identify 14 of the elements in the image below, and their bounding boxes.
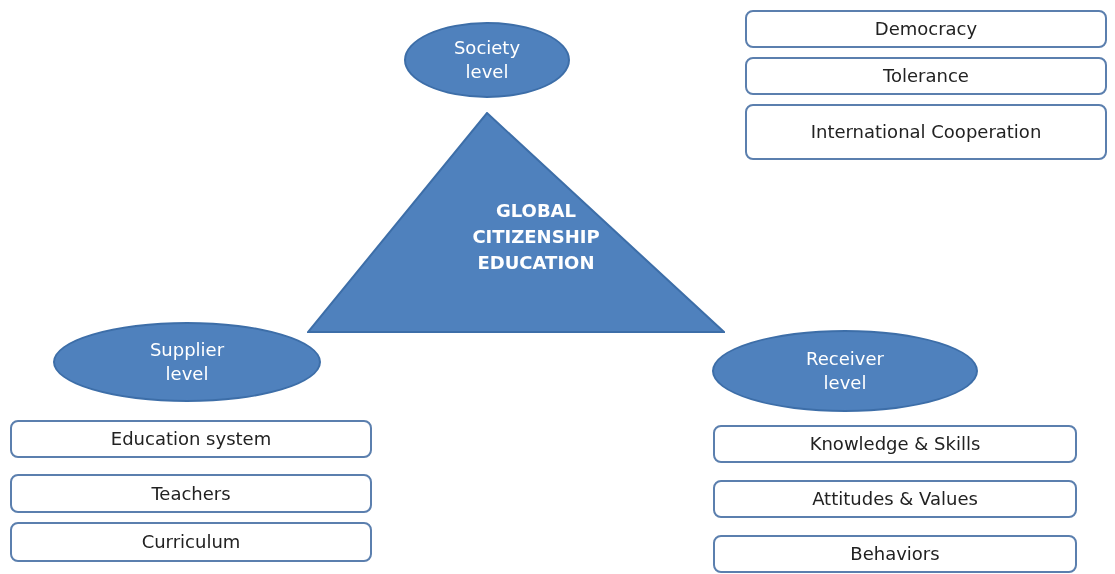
item-box: International Cooperation	[745, 104, 1107, 160]
item-box: Tolerance	[745, 57, 1107, 95]
item-box: Behaviors	[713, 535, 1077, 573]
title-text: GLOBAL CITIZENSHIP EDUCATION	[471, 199, 601, 276]
item-box: Curriculum	[10, 522, 372, 562]
central-triangle	[307, 112, 725, 333]
item-box: Democracy	[745, 10, 1107, 48]
item-box: Knowledge & Skills	[713, 425, 1077, 463]
level-ellipse: Supplier level	[53, 322, 321, 402]
item-box: Teachers	[10, 474, 372, 513]
item-box: Attitudes & Values	[713, 480, 1077, 518]
item-box: Education system	[10, 420, 372, 458]
level-ellipse: Society level	[404, 22, 570, 98]
level-ellipse: Receiver level	[712, 330, 978, 412]
